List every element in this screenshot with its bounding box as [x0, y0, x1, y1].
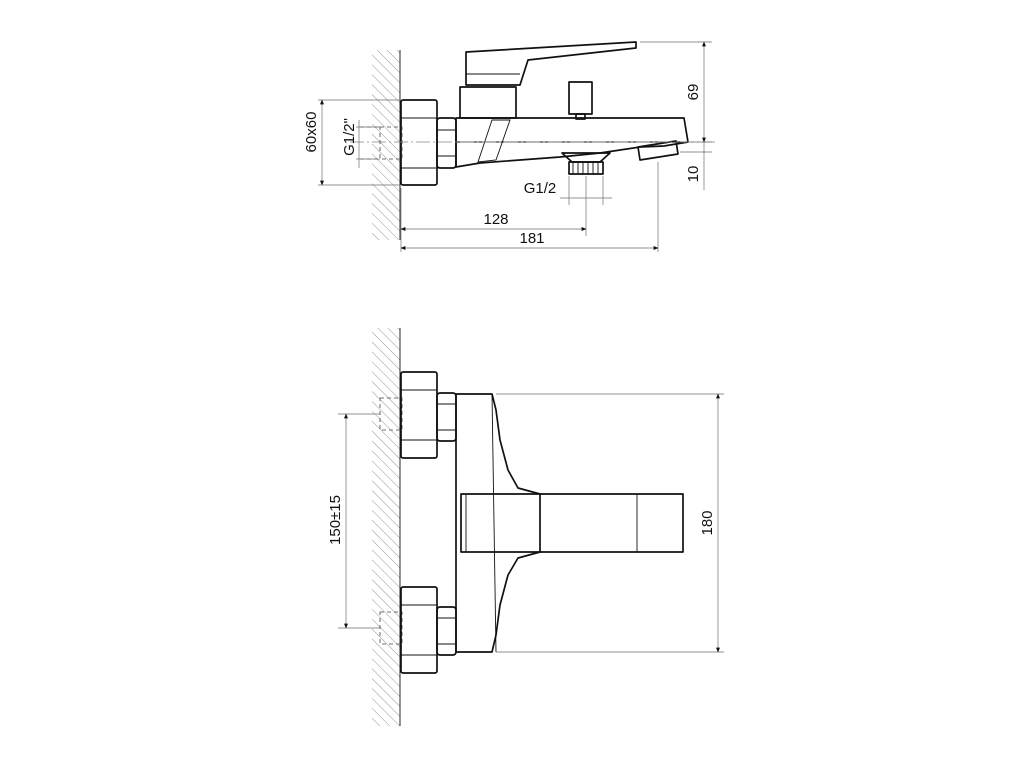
- front-view-wall: [372, 328, 401, 726]
- dim-inlet-thread: G1/2": [341, 118, 380, 168]
- side-view-wall: [372, 50, 401, 240]
- dim-flange-size: 60x60: [303, 99, 400, 186]
- side-view-flange: [400, 99, 438, 186]
- dim-outlet-thread: G1/2: [524, 176, 612, 205]
- dim-outlet-distance-128: 128: [400, 176, 587, 252]
- dim-height-69-label: 69: [685, 84, 702, 101]
- dim-projection-181: 181: [400, 162, 659, 252]
- dim-projection-181-label: 181: [519, 230, 544, 247]
- dim-height-180-label: 180: [699, 510, 716, 535]
- dim-outlet-thread-label: G1/2: [524, 180, 557, 197]
- side-view-body: [455, 117, 689, 168]
- dim-height-180: 180: [496, 393, 724, 653]
- front-view-upper-eccentric: [379, 371, 457, 459]
- front-view-spout: [460, 493, 684, 553]
- dim-inlet-thread-label: G1/2": [341, 118, 358, 156]
- front-view: 150±15 180: [327, 328, 724, 726]
- side-view-spout-tip: [637, 140, 679, 161]
- side-view-shower-outlet: [561, 152, 611, 175]
- side-view-union-nut: [436, 117, 457, 169]
- side-view-cartridge: [459, 86, 517, 119]
- front-view-body: [455, 393, 541, 653]
- side-view: 60x60 G1/2" 69 10 G1/2: [303, 41, 715, 252]
- dim-spout-drop-10-label: 10: [685, 166, 702, 183]
- dim-centre-distance-label: 150±15: [327, 495, 344, 545]
- dim-height-69: 69: [640, 41, 712, 143]
- dim-flange-size-label: 60x60: [303, 112, 320, 153]
- dim-centre-distance: 150±15: [327, 413, 380, 629]
- side-view-diverter-knob: [568, 81, 593, 120]
- dim-outlet-distance-128-label: 128: [483, 211, 508, 228]
- dim-spout-drop-10: 10: [680, 142, 712, 190]
- side-view-lever: [465, 41, 637, 86]
